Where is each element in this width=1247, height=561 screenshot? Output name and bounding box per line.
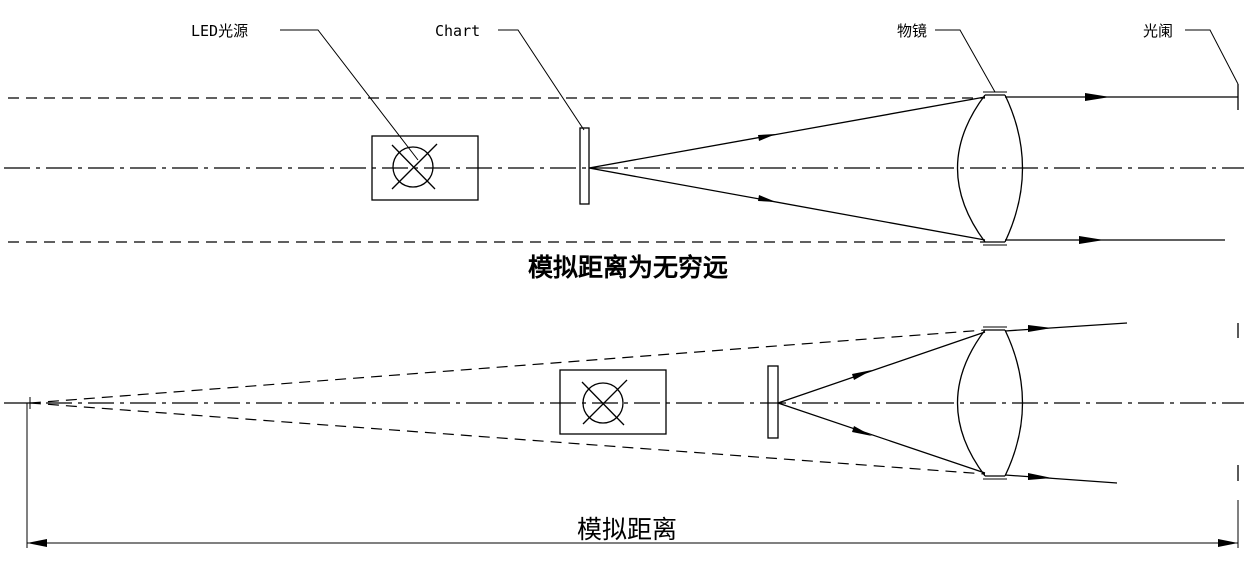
top-caption: 模拟距离为无穷远 [528, 253, 728, 282]
bottom-objective-lens [956, 326, 1024, 480]
top-ray-lower [588, 167, 986, 241]
simulated-distance-dimension [26, 403, 1239, 548]
led-source-label: LED光源 [191, 22, 248, 40]
bottom-diagram: 模拟距离 [4, 322, 1244, 548]
top-output-arrow-lower [1079, 236, 1104, 244]
aperture-label: 光阑 [1143, 22, 1173, 40]
aperture-leader-line [1185, 29, 1239, 85]
bottom-ray-upper [777, 331, 986, 404]
chart-leader-line [498, 29, 585, 131]
bottom-led-circle [582, 382, 624, 424]
bottom-led-source [559, 369, 667, 435]
bottom-output-ray-upper [1004, 322, 1128, 332]
chart-label: Chart [435, 22, 480, 40]
top-led-box [371, 135, 479, 201]
top-chart-plate [579, 127, 590, 205]
bottom-caption: 模拟距离 [577, 515, 677, 544]
led-leader-line [280, 29, 419, 161]
top-ray-upper [588, 96, 986, 169]
bottom-ray-lower [777, 402, 986, 474]
objective-leader-line [935, 29, 996, 93]
top-ray-lower-arrow [758, 195, 776, 202]
bottom-led-box [559, 369, 667, 435]
top-led-source [371, 135, 479, 201]
top-objective-lens [956, 91, 1024, 246]
bottom-virtual-ray-lower [29, 402, 986, 475]
bottom-virtual-ray-upper [29, 329, 986, 404]
bottom-output-ray-lower [1004, 474, 1118, 484]
bottom-ray-upper-arrow [852, 370, 872, 380]
top-output-arrow-upper [1085, 93, 1110, 101]
bottom-output-arrow-upper [1028, 325, 1052, 332]
top-diagram: LED光源 Chart 物镜 光阑 模拟距离为无穷远 [4, 22, 1244, 282]
top-ray-upper-arrow [758, 134, 776, 141]
bottom-output-arrow-lower [1028, 473, 1052, 480]
bottom-ray-lower-arrow [852, 426, 872, 436]
top-led-circle [392, 146, 434, 188]
bottom-chart-plate [767, 365, 779, 439]
objective-label: 物镜 [897, 22, 927, 40]
